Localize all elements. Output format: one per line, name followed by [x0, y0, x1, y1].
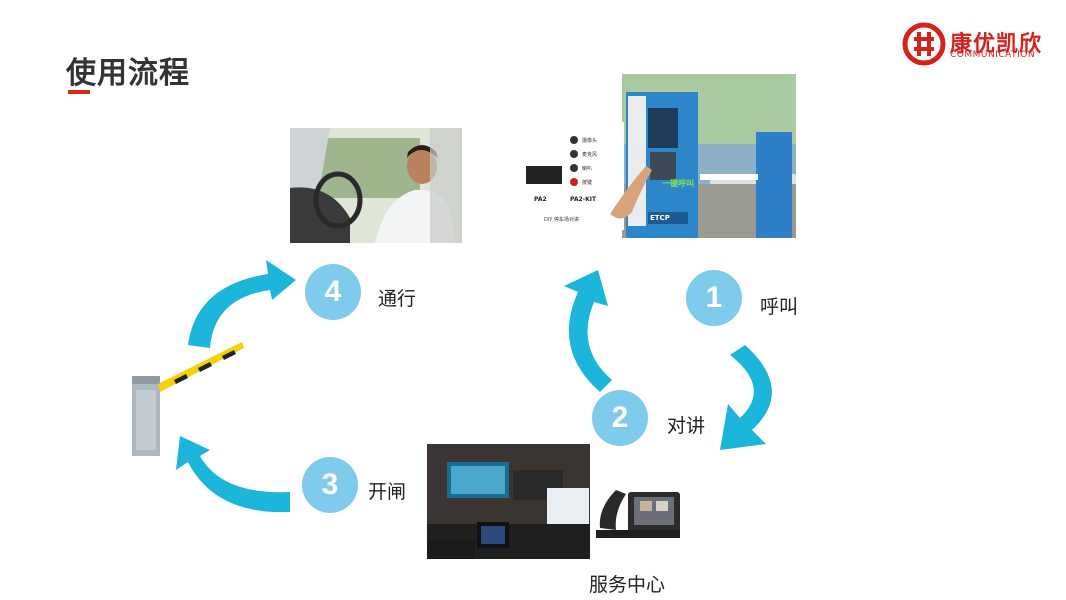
- title-underline: [68, 90, 90, 94]
- step-4-badge: 4: [305, 264, 361, 320]
- logo-name-en: COMMUNICATION: [950, 50, 1036, 60]
- step-4-label: 通行: [378, 288, 417, 310]
- arrow-open-to-gate: [176, 436, 290, 513]
- arrow-call-to-center: [720, 345, 772, 450]
- service-center-label: 服务中心: [589, 574, 666, 596]
- arrow-center-to-kiosk: [564, 270, 612, 392]
- page-title: 使用流程: [66, 56, 190, 91]
- device-label: 摄像头: [582, 138, 598, 144]
- step-2-label: 对讲: [667, 415, 706, 437]
- device-label: 按键: [582, 180, 593, 186]
- step-1-label: 呼叫: [760, 296, 799, 318]
- step-3-label: 开闸: [368, 481, 407, 503]
- driver-photo: [290, 128, 462, 243]
- video-phone-image: [594, 484, 684, 542]
- brand-sign: ETCP: [650, 214, 670, 222]
- product-label: PA2-KIT: [570, 196, 597, 203]
- step-1-badge: 1: [686, 270, 742, 326]
- barrier-gate-image: [130, 340, 250, 460]
- arrow-gate-to-pass: [188, 260, 296, 348]
- company-logo: [902, 22, 946, 70]
- product-label: PA2: [534, 196, 547, 203]
- logo-name-cn: 康优凯欣: [950, 32, 1043, 57]
- step-2-badge: 2: [592, 390, 648, 446]
- call-button-text: 一键呼叫: [662, 179, 694, 188]
- device-label: 喇叭: [582, 166, 593, 172]
- step-3-badge: 3: [302, 457, 358, 513]
- device-label: 麦克风: [582, 152, 598, 158]
- kiosk-caption: DIY 停车场对讲: [544, 217, 579, 223]
- service-center-photo: [427, 444, 590, 559]
- device-labels: 摄像头 麦克风 喇叭 按键: [582, 134, 597, 190]
- logo-emblem-icon: [902, 22, 946, 66]
- parking-kiosk-photo: 摄像头 麦克风 喇叭 按键 PA2 PA2-KIT DIY 停车场对讲 一键呼叫…: [520, 74, 796, 238]
